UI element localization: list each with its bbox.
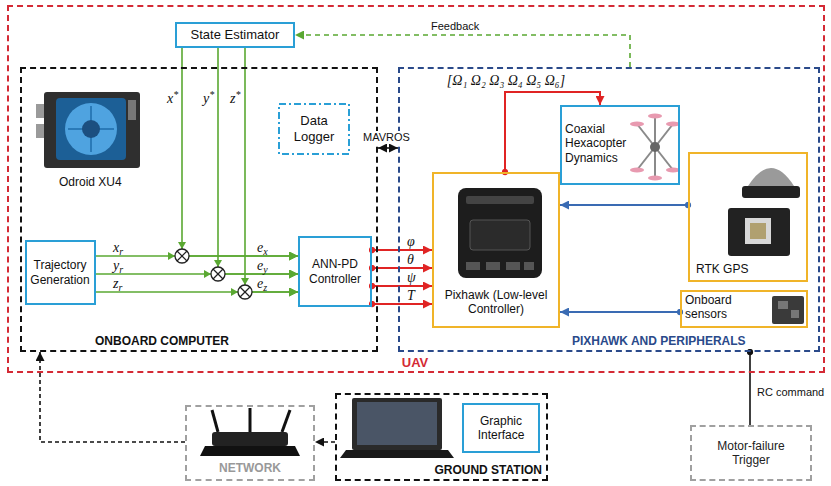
connector xyxy=(182,48,298,256)
process-box: Trajectory Generation xyxy=(25,240,96,305)
gps-antenna-image xyxy=(742,168,800,198)
connector xyxy=(378,147,398,149)
node-label: Graphic Interface xyxy=(469,414,533,443)
hexacopter-image xyxy=(630,114,680,181)
trigger-box: Motor-failure Trigger xyxy=(690,425,812,481)
node-label: ANN-PD Controller xyxy=(305,257,365,286)
edge-label: MAVROS xyxy=(362,131,411,144)
connector xyxy=(315,441,335,443)
node-label: UAV xyxy=(390,355,440,371)
edge-label: x* xyxy=(166,92,179,105)
subscript: r xyxy=(118,282,122,293)
error-signal: ex xyxy=(256,241,269,254)
gps-board-image xyxy=(728,208,790,256)
dynamics-box: Coaxial Hexacopter Dynamics xyxy=(560,105,680,185)
edge-label: φ xyxy=(406,235,416,248)
controller-box: ANN-PD Controller xyxy=(298,236,372,307)
node-label: ONBOARD COMPUTER xyxy=(95,334,229,348)
edge-label: RC command xyxy=(756,386,825,399)
node-label: Data Logger xyxy=(283,113,345,144)
gps-box: RTK GPS xyxy=(688,152,808,282)
edge-label: Feedback xyxy=(430,20,480,33)
node-label: Trajectory Generation xyxy=(30,258,91,287)
superscript: * xyxy=(173,89,178,100)
node-label: RTK GPS xyxy=(696,262,748,276)
network-box: NETWORK xyxy=(185,405,315,481)
edge-label: zr xyxy=(112,277,123,290)
connector xyxy=(295,35,630,67)
node-label: PIXHAWK AND PERIPHERALS xyxy=(572,334,746,348)
connector xyxy=(218,48,298,274)
edge-label: T xyxy=(406,289,416,302)
process-box: State Estimator xyxy=(175,22,295,48)
sensor-box: Onboard sensors xyxy=(680,290,808,328)
summing-junctions xyxy=(168,242,252,299)
interface-box: Graphic Interface xyxy=(462,403,540,453)
edge-label: z* xyxy=(229,92,241,105)
superscript: * xyxy=(209,89,214,100)
onboard-computer-region: ONBOARD COMPUTER Data LoggerTrajectory Ge… xyxy=(20,67,378,352)
subscript: r xyxy=(119,264,123,275)
node-label: GROUND STATION xyxy=(400,463,542,477)
edge-label: yr xyxy=(112,259,124,272)
ground-station-region: GROUND STATION Graphic Interface xyxy=(335,393,548,481)
edge-label: xr xyxy=(112,241,124,254)
connector xyxy=(560,311,680,313)
error-signal: ez xyxy=(256,277,268,290)
connector xyxy=(96,291,299,293)
connector xyxy=(372,285,432,287)
board-caption: Odroid XU4 xyxy=(58,176,123,189)
odroid-board xyxy=(36,92,140,168)
node-label: NETWORK xyxy=(187,461,313,475)
uav-region: UAV State EstimatorONBOARD COMPUTER Data L… xyxy=(7,5,825,373)
error-signal: ey xyxy=(256,259,269,272)
node-label: Pixhawk (Low-level Controller) xyxy=(434,288,558,317)
connector xyxy=(372,303,432,305)
subscript: r xyxy=(119,246,123,257)
edge-label: [Ω₁ Ω₂ Ω₃ Ω₄ Ω₅ Ω₆] xyxy=(430,74,582,87)
edge-label: y* xyxy=(202,92,215,105)
pixhawk-image xyxy=(458,188,542,278)
subscript: y xyxy=(263,264,267,275)
node-label: Onboard sensors xyxy=(685,293,769,321)
subscript: z xyxy=(263,282,267,293)
dash-dot-border xyxy=(279,104,349,154)
sensor-chip-image xyxy=(772,296,804,324)
pixhawk-region: PIXHAWK AND PERIPHERALS Coaxial Hexacopte… xyxy=(398,67,820,352)
connector xyxy=(749,352,751,425)
connector xyxy=(560,204,688,206)
subscript: x xyxy=(263,246,267,257)
logger-box: Data Logger xyxy=(278,103,350,155)
connector xyxy=(372,267,432,269)
pixhawk-box: Pixhawk (Low-level Controller) xyxy=(432,172,560,328)
node-label: Coaxial Hexacopter Dynamics xyxy=(565,122,629,165)
node-label: State Estimator xyxy=(191,27,280,43)
connector xyxy=(40,352,185,442)
connector xyxy=(372,249,432,251)
laptop-image xyxy=(340,398,454,458)
edge-label: θ xyxy=(406,253,415,266)
edge-label: ψ xyxy=(406,271,417,284)
router-image xyxy=(200,408,300,456)
node-label: Motor-failure Trigger xyxy=(697,439,805,468)
superscript: * xyxy=(235,89,240,100)
